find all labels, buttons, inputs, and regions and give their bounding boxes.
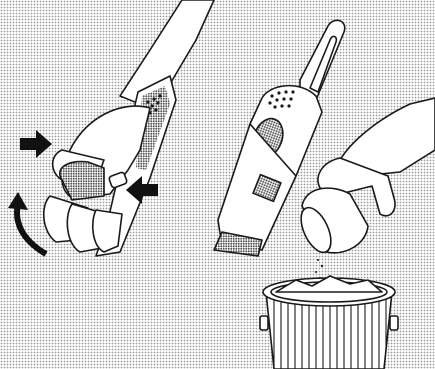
trash-handle-left: [260, 316, 268, 330]
finger-3: [93, 210, 122, 252]
trash-handle-right: [390, 316, 398, 330]
